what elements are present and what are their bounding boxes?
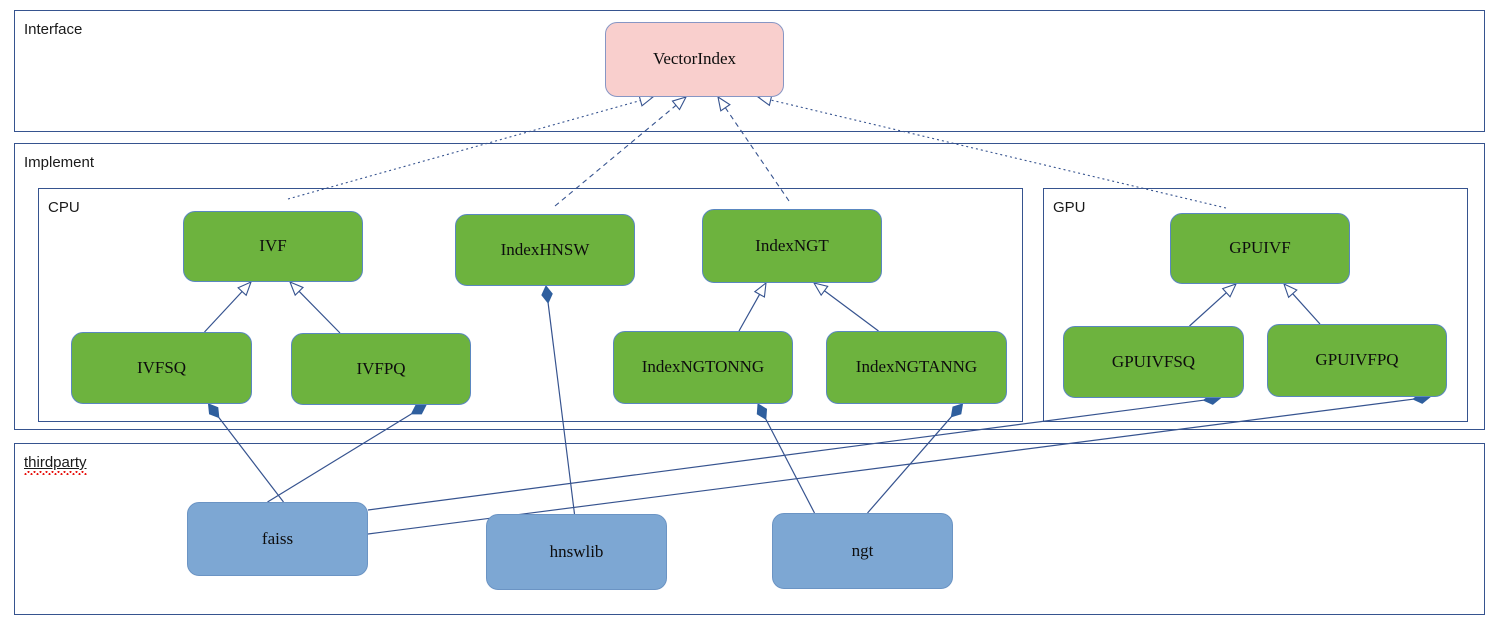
node-label-vectorindex: VectorIndex bbox=[652, 49, 737, 69]
node-indexngt[interactable]: IndexNGT bbox=[702, 209, 882, 283]
node-label-hnswlib: hnswlib bbox=[549, 541, 604, 561]
node-indexngtanng[interactable]: IndexNGTANNG bbox=[826, 331, 1007, 404]
node-hnswlib[interactable]: hnswlib bbox=[486, 514, 667, 590]
node-label-indexhnsw: IndexHNSW bbox=[500, 239, 590, 259]
panel-label-implement: Implement bbox=[24, 154, 95, 171]
panel-label-gpu: GPU bbox=[1053, 199, 1086, 216]
panel-label-interface: Interface bbox=[24, 21, 83, 38]
node-ivfsq[interactable]: IVFSQ bbox=[71, 332, 252, 404]
spellcheck-underline bbox=[24, 471, 87, 475]
node-ngt[interactable]: ngt bbox=[772, 513, 953, 589]
node-label-ngt: ngt bbox=[851, 540, 874, 560]
node-label-indexngtanng: IndexNGTANNG bbox=[855, 357, 978, 377]
node-label-indexngtonng: IndexNGTONNG bbox=[641, 357, 765, 377]
panel-label-cpu: CPU bbox=[48, 199, 80, 216]
panel-label-thirdparty: thirdparty bbox=[24, 455, 87, 475]
node-gpuivf[interactable]: GPUIVF bbox=[1170, 213, 1350, 284]
node-label-indexngt: IndexNGT bbox=[755, 235, 829, 255]
node-faiss[interactable]: faiss bbox=[187, 502, 368, 576]
node-gpuivfpq[interactable]: GPUIVFPQ bbox=[1267, 324, 1447, 397]
node-ivf[interactable]: IVF bbox=[183, 211, 363, 282]
node-label-ivfsq: IVFSQ bbox=[136, 357, 187, 377]
node-gpuivfsq[interactable]: GPUIVFSQ bbox=[1063, 326, 1244, 398]
node-ivfpq[interactable]: IVFPQ bbox=[291, 333, 471, 405]
node-label-faiss: faiss bbox=[261, 528, 294, 548]
node-label-gpuivfsq: GPUIVFSQ bbox=[1111, 351, 1196, 371]
node-vectorindex[interactable]: VectorIndex bbox=[605, 22, 784, 97]
node-indexhnsw[interactable]: IndexHNSW bbox=[455, 214, 635, 286]
node-label-ivf: IVF bbox=[259, 236, 287, 256]
node-label-gpuivf: GPUIVF bbox=[1229, 238, 1291, 258]
node-indexngtonng[interactable]: IndexNGTONNG bbox=[613, 331, 793, 404]
node-label-ivfpq: IVFPQ bbox=[356, 358, 406, 378]
node-label-gpuivfpq: GPUIVFPQ bbox=[1315, 350, 1399, 370]
